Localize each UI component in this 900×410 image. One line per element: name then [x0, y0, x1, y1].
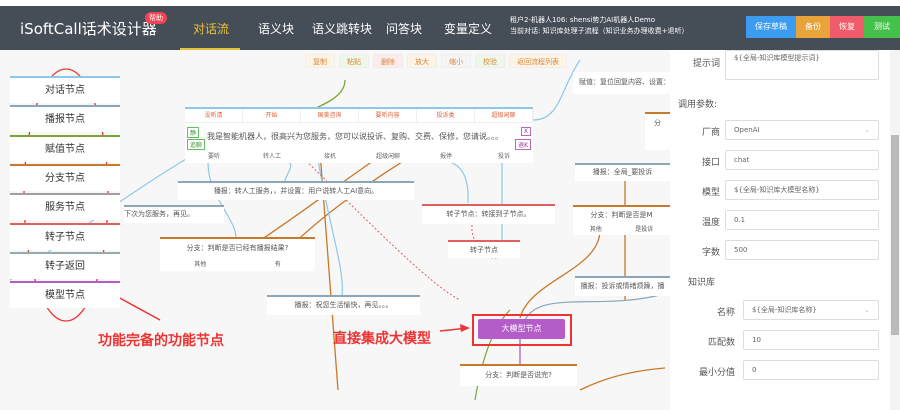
- dialog-tag-close[interactable]: X: [520, 127, 531, 136]
- chevron-down-icon: ⌄: [864, 126, 870, 134]
- active-tab-underline: [180, 48, 240, 50]
- dialog-exit-option[interactable]: 转人工: [262, 153, 281, 160]
- branch-node-has-result[interactable]: 分支：判断是否已经有播报结果? 其他 有: [160, 237, 315, 271]
- branch-node-title: 分支：判断是否是M: [590, 211, 653, 219]
- toolbar-button[interactable]: 复制: [305, 54, 335, 68]
- dialog-node-text: 我是智能机器人，很高兴为您服务，您可以说投诉、复购、交费、保修，您请说。。。: [207, 132, 503, 141]
- word-count-label: 字数: [701, 248, 720, 258]
- toolbar-button[interactable]: 放大: [407, 54, 437, 68]
- dialog-intent-tab[interactable]: 开始: [243, 109, 301, 122]
- match-count-label: 匹配数: [707, 338, 735, 348]
- toolbar-button[interactable]: 缩小: [441, 54, 471, 68]
- dialog-intent-tab[interactable]: 投诉类: [417, 109, 475, 122]
- branch-node-finished[interactable]: 分支：判断是否说完?: [460, 364, 577, 386]
- prompt-label: 提示词: [692, 59, 720, 69]
- dialog-intent-tab[interactable]: 没听清: [185, 109, 243, 122]
- broadcast-node-bye[interactable]: 下次为您服务，再见。: [124, 205, 224, 223]
- save-draft-button[interactable]: 保存草稿: [746, 16, 796, 38]
- test-button[interactable]: 测试: [864, 16, 900, 38]
- dialog-node[interactable]: 没听清开始国美咨询要听内容投诉类超级闲聊 我是智能机器人，很高兴为您服务，您可以…: [185, 107, 533, 163]
- branch-option[interactable]: 是投诉: [635, 226, 654, 233]
- annotation-llm-integration: 直接集成大模型: [333, 331, 431, 347]
- dialog-exit-option[interactable]: 投诉: [497, 153, 510, 160]
- subflow-node[interactable]: 转子节点: [448, 240, 520, 258]
- tab-semantic-block[interactable]: 语义块: [258, 22, 295, 36]
- sidebar-node-2[interactable]: 赋值节点: [10, 134, 120, 162]
- broadcast-node-complain[interactable]: 播报：投诉或情绪烦躁，播: [575, 276, 670, 296]
- kb-name-label: 名称: [716, 308, 735, 318]
- dialog-tag-exit[interactable]: 退K: [515, 139, 531, 150]
- toolbar-button[interactable]: 校验: [475, 54, 505, 68]
- context-info: 租户2-机器人106: shensi势力AI机器人Demo 当前对话: 知识库处理…: [510, 15, 688, 37]
- chevron-down-icon: ⌄: [864, 306, 870, 314]
- properties-panel: 提示词 ${全局-知识库模型提示词} 调用参数: 厂商 OpenAI ⌄ 接口 c…: [670, 50, 900, 410]
- kb-name-value: ${全局-知识库名称}: [752, 306, 817, 314]
- tenant-info: 租户2-机器人106: shensi势力AI机器人Demo: [510, 16, 655, 24]
- tab-qa-block[interactable]: 问答块: [386, 22, 423, 36]
- branch-node-top-right[interactable]: 分: [645, 112, 670, 150]
- min-score-label: 最小分值: [698, 368, 735, 378]
- tab-dialog-flow[interactable]: 对话流: [193, 22, 230, 36]
- top-bar: iSoftCall话术设计器 帮助 对话流 语义块 语义跳转块 问答块 变量定义…: [0, 6, 900, 50]
- subflow-node-transfer[interactable]: 转子节点：转接到子节点。: [422, 204, 555, 224]
- assign-node-reply[interactable]: 赋值：复位回复内容、设置：局部: [573, 72, 670, 94]
- vendor-select[interactable]: OpenAI ⌄: [725, 120, 879, 140]
- dialog-exit-option[interactable]: 要听: [207, 153, 220, 160]
- call-params-label: 调用参数:: [678, 100, 718, 110]
- broadcast-node-wish[interactable]: 播报：祝您生活愉快，再见。。。: [267, 295, 420, 315]
- sidebar-node-5[interactable]: 转子节点: [10, 222, 120, 250]
- temperature-input[interactable]: 0.1: [725, 210, 879, 230]
- sidebar-node-3[interactable]: 分支节点: [10, 163, 120, 191]
- dialog-tag-followup[interactable]: 追聊: [187, 139, 206, 150]
- restore-button[interactable]: 恢复: [830, 16, 864, 38]
- dialog-exit-option[interactable]: 超级闲聊: [375, 153, 400, 160]
- match-count-input[interactable]: 10: [743, 330, 879, 350]
- vendor-label: 厂商: [701, 128, 720, 138]
- dialog-tag-silence[interactable]: 静: [187, 127, 200, 138]
- app-title: iSoftCall话术设计器: [20, 20, 157, 38]
- tab-variables[interactable]: 变量定义: [444, 22, 493, 36]
- current-dialog-info: 当前对话: 知识库处理子流程（知识业务办理收费+退听）: [510, 27, 689, 35]
- help-badge[interactable]: 帮助: [145, 12, 167, 24]
- dialog-intent-tab[interactable]: 要听内容: [359, 109, 417, 122]
- panel-scrollbar[interactable]: [890, 50, 900, 410]
- annotation-function-nodes: 功能完备的功能节点: [98, 333, 224, 349]
- dialog-exit-option[interactable]: 报停: [439, 153, 452, 160]
- sidebar-node-6[interactable]: 转子返回: [10, 251, 120, 279]
- toolbar-button[interactable]: 粘贴: [339, 54, 369, 68]
- kb-name-select[interactable]: ${全局-知识库名称} ⌄: [743, 300, 879, 320]
- api-label: 接口: [701, 158, 720, 168]
- broadcast-node-global[interactable]: 播报：全局_要投诉: [575, 163, 670, 181]
- toolbar-button[interactable]: 删除: [373, 54, 403, 68]
- llm-node-highlight: [472, 314, 572, 346]
- sidebar-node-1[interactable]: 播报节点: [10, 105, 120, 133]
- sidebar-node-4[interactable]: 服务节点: [10, 193, 120, 221]
- dialog-intent-tab[interactable]: 国美咨询: [301, 109, 359, 122]
- api-input[interactable]: chat: [725, 150, 879, 170]
- sidebar-node-0[interactable]: 对话节点: [10, 76, 120, 103]
- min-score-input[interactable]: 0: [743, 360, 879, 380]
- prompt-textarea[interactable]: ${全局-知识库模型提示词}: [725, 50, 879, 80]
- temperature-label: 温度: [701, 218, 720, 228]
- vendor-value: OpenAI: [734, 126, 760, 134]
- branch-node-is-m[interactable]: 分支：判断是否是M 其他 是投诉: [573, 205, 670, 235]
- knowledge-base-label: 知识库: [688, 278, 716, 288]
- dialog-intent-tab[interactable]: 超级闲聊: [475, 109, 533, 122]
- toolbar-button[interactable]: 返回流程列表: [509, 54, 567, 68]
- branch-node-title: 分支：判断是否已经有播报结果?: [186, 244, 289, 252]
- word-count-input[interactable]: 500: [725, 240, 879, 260]
- llm-node[interactable]: 大模型节点: [478, 319, 565, 339]
- backup-button[interactable]: 备份: [796, 16, 830, 38]
- dialog-exit-option[interactable]: 接机: [323, 153, 336, 160]
- broadcast-node-transfer[interactable]: 播报：转人工服务，，并设置：用户说转人工AI意向。: [178, 181, 414, 200]
- model-input[interactable]: ${全局-知识库大模型名称}: [725, 180, 879, 200]
- tab-semantic-jump[interactable]: 语义跳转块: [312, 22, 373, 36]
- model-label: 模型: [701, 188, 720, 198]
- scrollbar-thumb[interactable]: [891, 135, 899, 335]
- branch-option[interactable]: 其他: [194, 261, 207, 268]
- branch-option[interactable]: 其他: [589, 226, 602, 233]
- sidebar-node-7[interactable]: 模型节点: [10, 281, 120, 309]
- branch-option[interactable]: 有: [274, 261, 281, 268]
